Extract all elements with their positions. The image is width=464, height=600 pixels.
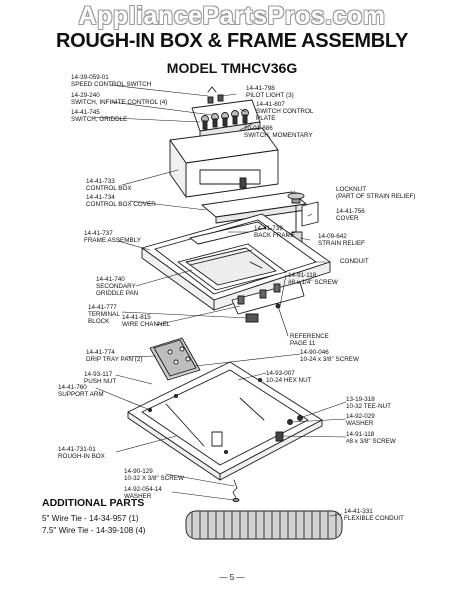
callout-screw-8-quarter: 14-91-118#8 x 1/4" SCREW: [288, 272, 338, 287]
leader-lines: [91, 84, 347, 517]
page-title: ROUGH-IN BOX & FRAME ASSEMBLY: [55, 30, 409, 52]
callout-conduit: CONDUIT: [340, 258, 369, 265]
frame-assembly-drawing: [141, 213, 331, 323]
drip-tray-pan-drawing: [149, 337, 201, 381]
additional-parts-heading: ADDITIONAL PARTS: [42, 497, 145, 509]
rough-in-box-drawing: [127, 361, 323, 502]
callout-screw-8-3-8: 14-91-118#8 x 3/8" SCREW: [346, 431, 396, 446]
switch-control-plate-drawing: [191, 86, 261, 138]
control-box-drawing: [169, 127, 279, 198]
flexible-conduit-drawing: [185, 510, 343, 540]
additional-part-item: 7.5" Wire Tie - 14-39-108 (4): [42, 526, 146, 535]
page-number: — 5 —: [219, 573, 245, 582]
callout-locknut: LOCKNUT(PART OF STRAIN RELIEF): [336, 186, 416, 201]
model-subtitle: MODEL TMHCV36G: [166, 60, 298, 76]
additional-part-item: 5" Wire Tie - 14-34-957 (1): [42, 514, 139, 523]
site-watermark: AppliancePartsPros.com: [78, 2, 386, 30]
